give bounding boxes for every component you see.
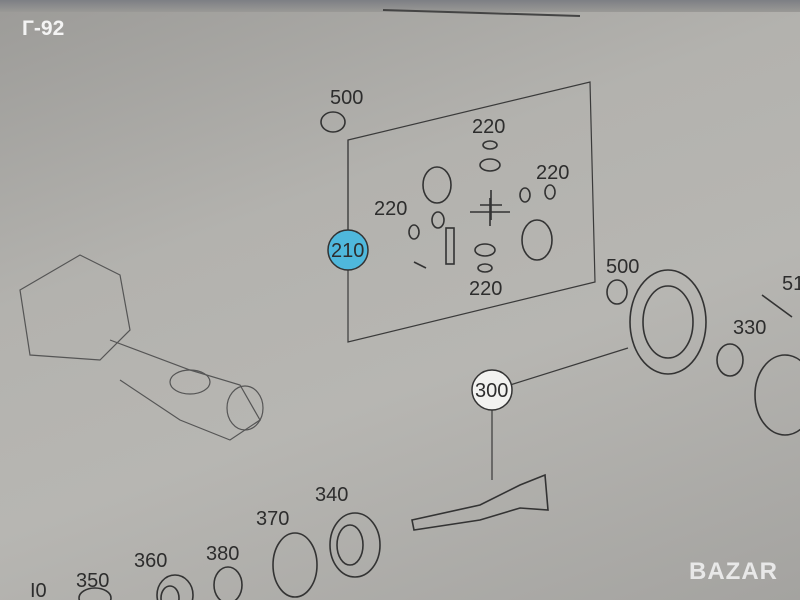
screen-top-edge xyxy=(0,0,800,12)
label-220-bottom[interactable]: 220 xyxy=(469,278,502,300)
pinion-shaft-drawing xyxy=(411,473,549,531)
label-350[interactable]: 350 xyxy=(76,570,109,592)
label-300[interactable]: 300 xyxy=(475,380,508,402)
bearings-drawing xyxy=(78,512,381,600)
window-edge-line xyxy=(382,9,581,17)
label-500-top[interactable]: 500 xyxy=(330,87,363,109)
label-210[interactable]: 210 xyxy=(331,240,364,262)
callout-300-circle[interactable] xyxy=(471,369,513,411)
label-500-right[interactable]: 500 xyxy=(606,256,639,278)
label-330[interactable]: 330 xyxy=(733,317,766,339)
callout-210-circle[interactable] xyxy=(327,229,369,271)
label-51[interactable]: 51 xyxy=(782,273,800,295)
axle-housing-drawing xyxy=(19,254,264,441)
label-340[interactable]: 340 xyxy=(315,484,348,506)
label-220-left[interactable]: 220 xyxy=(374,198,407,220)
label-cut: I0 xyxy=(30,580,47,600)
ring-gear-drawing xyxy=(606,269,800,436)
leader-300-ring xyxy=(509,347,629,386)
differential-gears xyxy=(320,111,556,273)
listing-code-overlay: Г-92 xyxy=(22,17,65,40)
label-370[interactable]: 370 xyxy=(256,508,289,530)
label-380[interactable]: 380 xyxy=(206,543,239,565)
label-220-right[interactable]: 220 xyxy=(536,162,569,184)
label-220-top[interactable]: 220 xyxy=(472,116,505,138)
label-360[interactable]: 360 xyxy=(134,550,167,572)
group-frame-210 xyxy=(347,81,596,343)
watermark-logo: BAZAR xyxy=(689,558,778,585)
